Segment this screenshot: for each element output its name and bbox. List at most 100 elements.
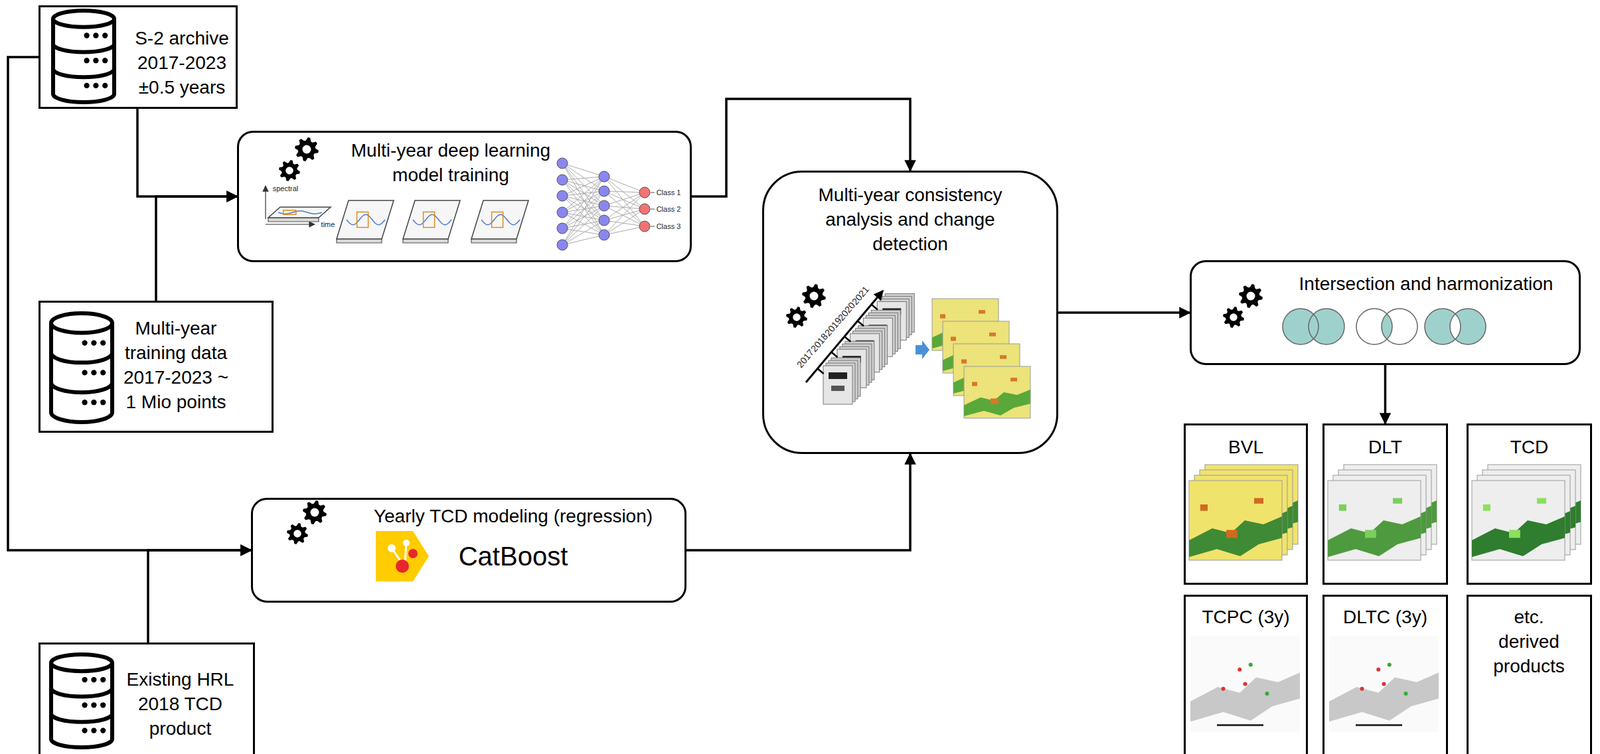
database-body (53, 18, 115, 103)
node-text: TCPC (3y) (1185, 604, 1306, 630)
network-link (604, 209, 645, 236)
product-thumbnail (1189, 464, 1298, 561)
slab-signal (481, 214, 520, 226)
flow-arrow (1058, 311, 1190, 315)
process-box: Yearly TCD modeling (regression)CatBoost (250, 497, 687, 603)
database-dot (81, 702, 87, 708)
slab-front (268, 217, 319, 222)
image-stack (823, 357, 861, 405)
tensor-slab (471, 200, 529, 243)
map-spot (990, 398, 999, 404)
network-link (604, 192, 645, 221)
flow-arrow (691, 98, 911, 197)
change-dot (1387, 663, 1392, 668)
change-dot (1243, 682, 1248, 687)
product-thumbnail (1329, 636, 1439, 733)
gear-hole (293, 529, 302, 538)
node-text: Yearly TCD modeling (regression) (353, 503, 673, 529)
map-patch (963, 389, 1031, 417)
database-dot (90, 399, 97, 405)
map-spot (1010, 377, 1018, 382)
network-neuron (639, 187, 650, 198)
flow-arrow (686, 454, 911, 551)
slab-front (336, 239, 382, 243)
map-spot (989, 332, 996, 336)
map-spot (978, 310, 986, 314)
database-dot (100, 702, 106, 708)
map-patch (1329, 672, 1439, 722)
venn-outline (1308, 308, 1345, 345)
gear-hole (809, 292, 819, 301)
axis-tick (857, 321, 864, 327)
database-ring (53, 43, 115, 52)
gear-shape (294, 137, 319, 162)
node-text: BVL (1185, 434, 1306, 460)
image-band (831, 385, 845, 392)
axis-tick (817, 368, 824, 374)
map-spot (961, 359, 967, 364)
class-pointer (650, 209, 655, 210)
map-spot (1254, 497, 1264, 504)
database-dot (83, 32, 89, 38)
logo-dot (408, 549, 418, 559)
database-dot (90, 702, 97, 708)
database-dot (102, 57, 108, 64)
database-dot (102, 32, 108, 38)
change-dot (1376, 667, 1381, 672)
network-link (562, 205, 605, 245)
node-text: Multi-year deep learning model training (334, 138, 567, 188)
neural-network (557, 158, 655, 251)
database-dot (81, 339, 87, 346)
node-text: S-2 archive 2017-2023 ±0.5 years (125, 25, 239, 100)
map-spot (1483, 504, 1491, 512)
network-link (604, 191, 645, 227)
network-neuron (598, 215, 610, 226)
node-text: DLT (1324, 434, 1446, 460)
slab-face (336, 200, 394, 240)
venn-outline (1449, 308, 1486, 345)
gear-icon (278, 160, 301, 182)
database-ring (53, 69, 115, 78)
database-dot (81, 369, 87, 376)
map-patch (1327, 516, 1421, 558)
venn-fill (1449, 308, 1486, 345)
process-box: Multi-year deep learning model training (237, 130, 692, 263)
database-dot (81, 677, 87, 683)
class-label: Class 3 (656, 222, 682, 231)
axis-arrow (265, 223, 315, 225)
process-box: Multi-year training data 2017-2023 ~ 1 M… (38, 300, 274, 433)
gear-hole (302, 145, 312, 155)
venn-fill (1308, 308, 1345, 345)
map-patch (1190, 672, 1300, 722)
change-dot (1404, 691, 1409, 696)
map-spot (1536, 497, 1547, 504)
network-link (562, 176, 605, 245)
network-link (562, 195, 605, 206)
gear-hole (1229, 313, 1238, 322)
database-dot (90, 369, 97, 376)
network-link (562, 191, 605, 229)
database-dot (90, 727, 97, 733)
database-dot (100, 677, 106, 683)
map-stack (932, 298, 1031, 419)
flow-arrow (1384, 365, 1387, 424)
network-neuron (557, 190, 568, 202)
network-link (562, 191, 605, 245)
logo-dot (387, 544, 396, 553)
network-link (562, 235, 605, 245)
database-dot (100, 399, 106, 405)
process-box: BVL (1183, 423, 1308, 585)
class-label: Class 2 (656, 205, 682, 214)
map-spot (950, 336, 957, 341)
slab-signal (346, 214, 386, 226)
image-band (828, 372, 848, 380)
database-dot (90, 339, 97, 346)
gear-icon (1238, 284, 1263, 309)
gear-hole (285, 166, 294, 175)
class-label: Class 1 (656, 188, 682, 197)
product-thumbnail (1327, 464, 1437, 561)
map-spot (1339, 504, 1347, 512)
gear-shape (278, 160, 301, 182)
slab-face (471, 200, 529, 240)
